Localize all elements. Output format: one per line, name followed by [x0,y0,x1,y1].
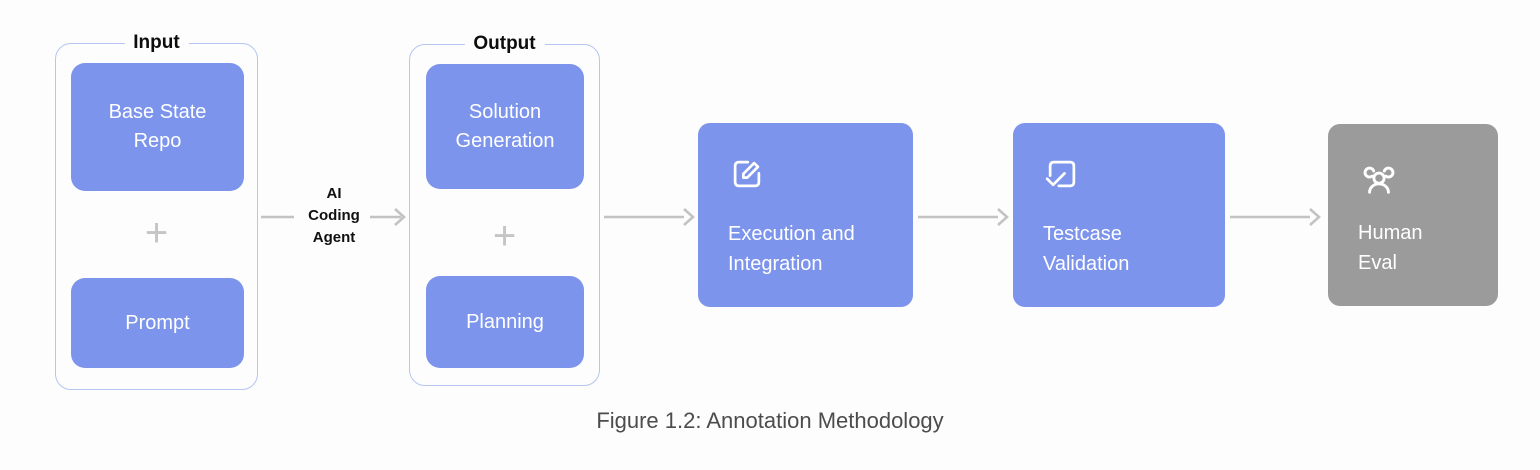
checkbox-check-icon [1045,160,1076,188]
stage-label: Human Eval [1358,222,1423,274]
node-prompt: Prompt [71,278,244,368]
input-group-title: Input [124,31,189,55]
edit-square-icon [733,160,761,188]
input-group: Input Base State Repo + Prompt [55,31,258,390]
people-group-icon [1363,166,1395,194]
plus-icon: + [144,211,169,255]
flow-arrow-3 [1230,208,1321,226]
agent-label-line: Coding [308,207,360,224]
node-label: Prompt [125,311,190,334]
agent-label-line: Agent [312,229,356,246]
stage-label: Execution and Integration [728,223,855,275]
node-label: Solution Generation [455,100,555,152]
node-planning: Planning [426,276,584,368]
node-label: Base State Repo [108,101,207,152]
node-label: Planning [466,310,544,333]
node-solution-generation: Solution Generation [426,64,584,189]
output-group-title: Output [464,32,545,56]
flow-arrow-agent [261,208,406,226]
ai-coding-agent-label: AI Coding Agent [288,183,380,249]
stage-testcase-validation: Testcase Validation [1013,123,1225,307]
flow-arrow-2 [918,208,1009,226]
stage-human-eval: Human Eval [1328,124,1498,306]
stage-label: Testcase Validation [1043,223,1130,275]
output-group: Output Solution Generation + Planning [409,32,600,386]
figure-caption: Figure 1.2: Annotation Methodology [596,408,944,433]
flow-arrow-1 [604,208,695,226]
stage-execution-integration: Execution and Integration [698,123,913,307]
plus-icon: + [492,214,517,258]
agent-label-line: AI [326,185,342,202]
node-base-state-repo: Base State Repo [71,63,244,191]
